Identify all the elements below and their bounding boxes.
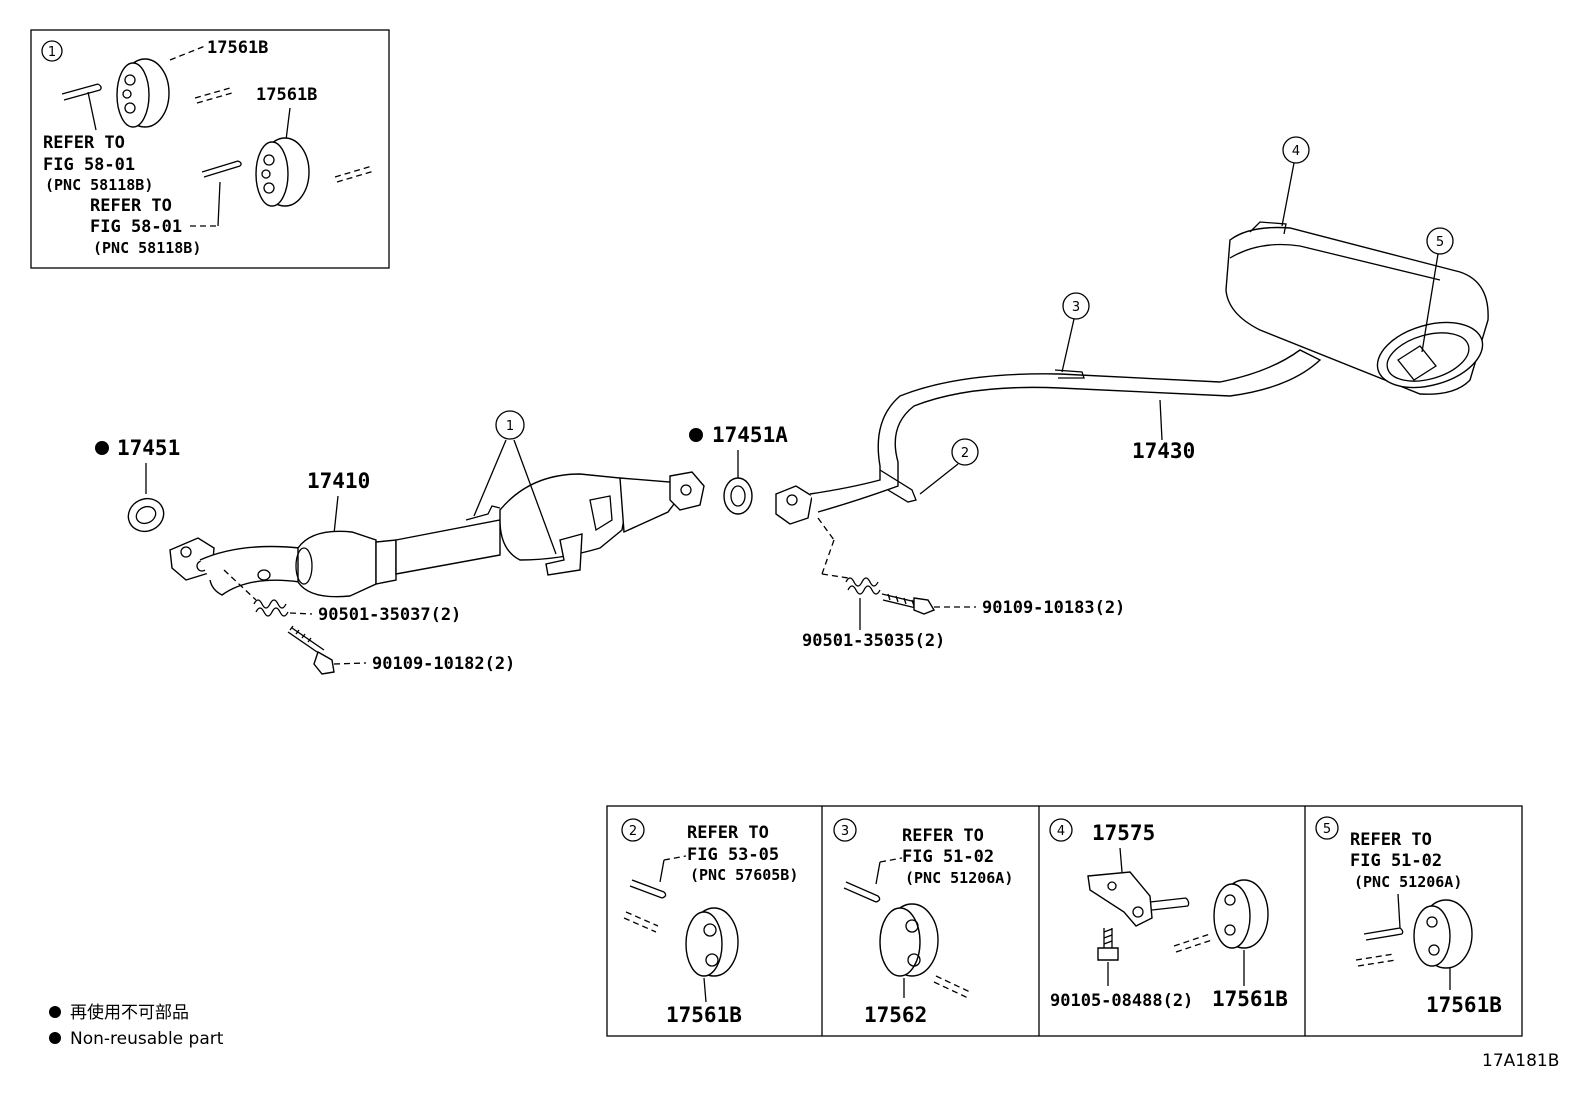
rubber-hanger-b: [255, 137, 310, 207]
label-17561b-inset5: 17561B: [1426, 993, 1502, 1017]
inset-2-circle: [621, 818, 645, 842]
non-reusable-dot-17451a: [689, 428, 703, 442]
svg-text:4: 4: [1292, 144, 1300, 159]
label-90501-35035: 90501-35035(2): [802, 631, 945, 651]
label-17561b-inset2: 17561B: [666, 1003, 742, 1027]
label-17562: 17562: [864, 1003, 927, 1027]
legend-english: Non-reusable part: [70, 1029, 224, 1049]
inset-1-frame: [30, 29, 390, 269]
label-17451a: 17451A: [712, 423, 788, 447]
svg-text:(PNC 57605B): (PNC 57605B): [690, 866, 798, 884]
inset-3: 3 REFER TO FIG 51-02 (PNC 51206A) 17562: [833, 818, 1013, 1027]
inset-1-circle: [41, 40, 63, 62]
svg-text:REFER TO: REFER TO: [1350, 830, 1432, 850]
label-17410: 17410: [307, 469, 370, 493]
callout-4-circle: [1282, 136, 1310, 164]
label-17575: 17575: [1092, 821, 1155, 845]
diagram-code: 17A181B: [1482, 1051, 1559, 1071]
svg-text:REFER TO: REFER TO: [90, 196, 172, 216]
svg-text:FIG 51-02: FIG 51-02: [902, 847, 994, 867]
svg-text:2: 2: [961, 446, 969, 461]
svg-text:(PNC 58118B): (PNC 58118B): [93, 239, 201, 257]
svg-text:5: 5: [1436, 235, 1444, 250]
svg-text:2: 2: [629, 824, 637, 839]
svg-text:(PNC 51206A): (PNC 51206A): [905, 869, 1013, 887]
svg-text:REFER TO: REFER TO: [902, 826, 984, 846]
svg-text:FIG 58-01: FIG 58-01: [90, 217, 182, 237]
inset-4: 4 17575 90105-08488(2) 17561B: [1049, 818, 1288, 1011]
bottom-insets: [606, 805, 1523, 1037]
non-reusable-dot-17451: [95, 441, 109, 455]
label-90501-35037: 90501-35037(2): [318, 605, 461, 625]
inset-1: 1 17561B REFER TO FIG 58-01 (PNC 58118B)…: [30, 29, 390, 269]
svg-text:(PNC 58118B): (PNC 58118B): [45, 176, 153, 194]
inset-4-circle: [1049, 818, 1073, 842]
label-90105-08488: 90105-08488(2): [1050, 991, 1193, 1011]
callout-3-circle: [1062, 292, 1090, 320]
inset-1-number: 1: [48, 45, 56, 60]
rubber-hanger-a: [116, 58, 170, 128]
callout-1-number: 1: [506, 419, 514, 434]
bolt-90105-08488: [1097, 928, 1119, 961]
svg-text:FIG 51-02: FIG 51-02: [1350, 851, 1442, 871]
bolt-90109-10183: [881, 593, 936, 615]
gasket-17451: [127, 497, 165, 533]
legend-dot-en: [49, 1032, 61, 1044]
inset-3-circle: [833, 818, 857, 842]
inset-5-circle: [1315, 816, 1339, 840]
legend-japanese: 再使用不可部品: [70, 1002, 189, 1023]
svg-text:FIG 58-01: FIG 58-01: [43, 155, 135, 175]
legend: 再使用不可部品 Non-reusable part: [49, 1002, 224, 1049]
inset-5: 5 REFER TO FIG 51-02 (PNC 51206A) 17561B: [1315, 816, 1502, 1017]
callout-1-circle: [495, 410, 525, 440]
spring-90501-35037: [253, 599, 289, 617]
inset-1-pipe-stub-b: [201, 160, 242, 178]
svg-text:5: 5: [1323, 822, 1331, 837]
front-pipe-17410: [169, 471, 705, 598]
label-17451: 17451: [117, 436, 180, 460]
label-90109-10182: 90109-10182(2): [372, 654, 515, 674]
legend-dot-jp: [49, 1006, 61, 1018]
svg-text:4: 4: [1057, 824, 1065, 839]
bottom-insets-frame: [606, 805, 1523, 1037]
svg-text:FIG 53-05: FIG 53-05: [687, 845, 779, 865]
svg-text:REFER TO: REFER TO: [43, 133, 125, 153]
callout-5-circle: [1426, 227, 1454, 255]
svg-text:3: 3: [1072, 300, 1080, 315]
label-90109-10183: 90109-10183(2): [982, 598, 1125, 618]
center-flange: [669, 471, 705, 511]
callout-2-circle: [951, 438, 979, 466]
label-17561b-a: 17561B: [207, 38, 268, 58]
bracket-17575: [1087, 871, 1153, 927]
inset-2: 2 REFER TO FIG 53-05 (PNC 57605B) 17561B: [621, 818, 798, 1027]
tail-pipe-17430: [775, 221, 1489, 525]
label-17430: 17430: [1132, 439, 1195, 463]
bolt-90109-10182: [287, 625, 335, 675]
svg-text:(PNC 51206A): (PNC 51206A): [1354, 873, 1462, 891]
svg-text:REFER TO: REFER TO: [687, 823, 769, 843]
spring-90501-35035: [845, 577, 881, 595]
label-17561b-inset4: 17561B: [1212, 987, 1288, 1011]
gasket-17451a: [723, 477, 753, 515]
svg-text:3: 3: [841, 824, 849, 839]
inset-1-dashed-pipe-a: [194, 87, 233, 104]
inset-1-pipe-stub-a: [61, 83, 102, 101]
label-17561b-b: 17561B: [256, 85, 317, 105]
